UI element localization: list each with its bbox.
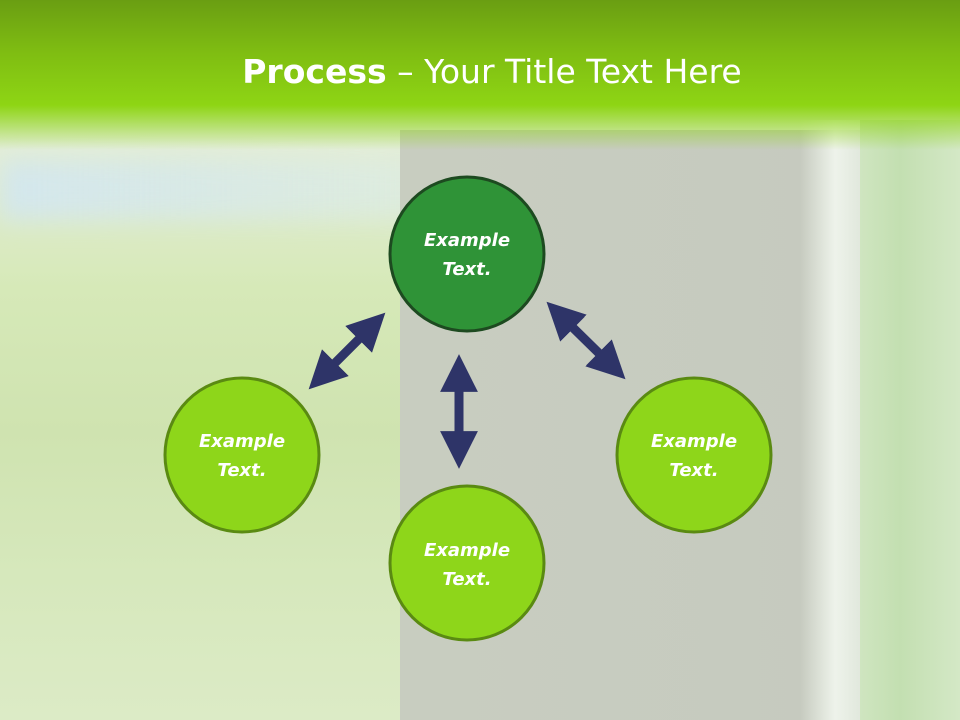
node-right-line1: Example [651,431,737,452]
node-left-line2: Text. [217,460,266,481]
slide-title[interactable]: Process – Your Title Text Here [0,52,960,91]
node-bottom-line2: Text. [442,569,491,590]
node-left-line1: Example [199,431,285,452]
node-bottom-line1: Example [424,540,510,561]
double-arrow-right [546,301,626,380]
node-top[interactable]: Example Text. [388,175,546,333]
background-leaf [860,120,960,720]
node-left[interactable]: Example Text. [163,376,321,534]
node-bottom-circle [388,484,546,642]
node-right-line2: Text. [669,460,718,481]
node-right[interactable]: Example Text. [615,376,773,534]
node-bottom[interactable]: Example Text. [388,484,546,642]
node-top-line1: Example [424,230,510,251]
title-bold: Process [242,52,387,91]
title-rest: – Your Title Text Here [386,52,742,91]
node-left-circle [163,376,321,534]
node-top-circle [388,175,546,333]
title-bar [0,0,960,150]
background-leaf-highlight [800,120,870,720]
double-arrow-left [308,312,386,390]
node-top-line2: Text. [442,259,491,280]
node-right-circle [615,376,773,534]
